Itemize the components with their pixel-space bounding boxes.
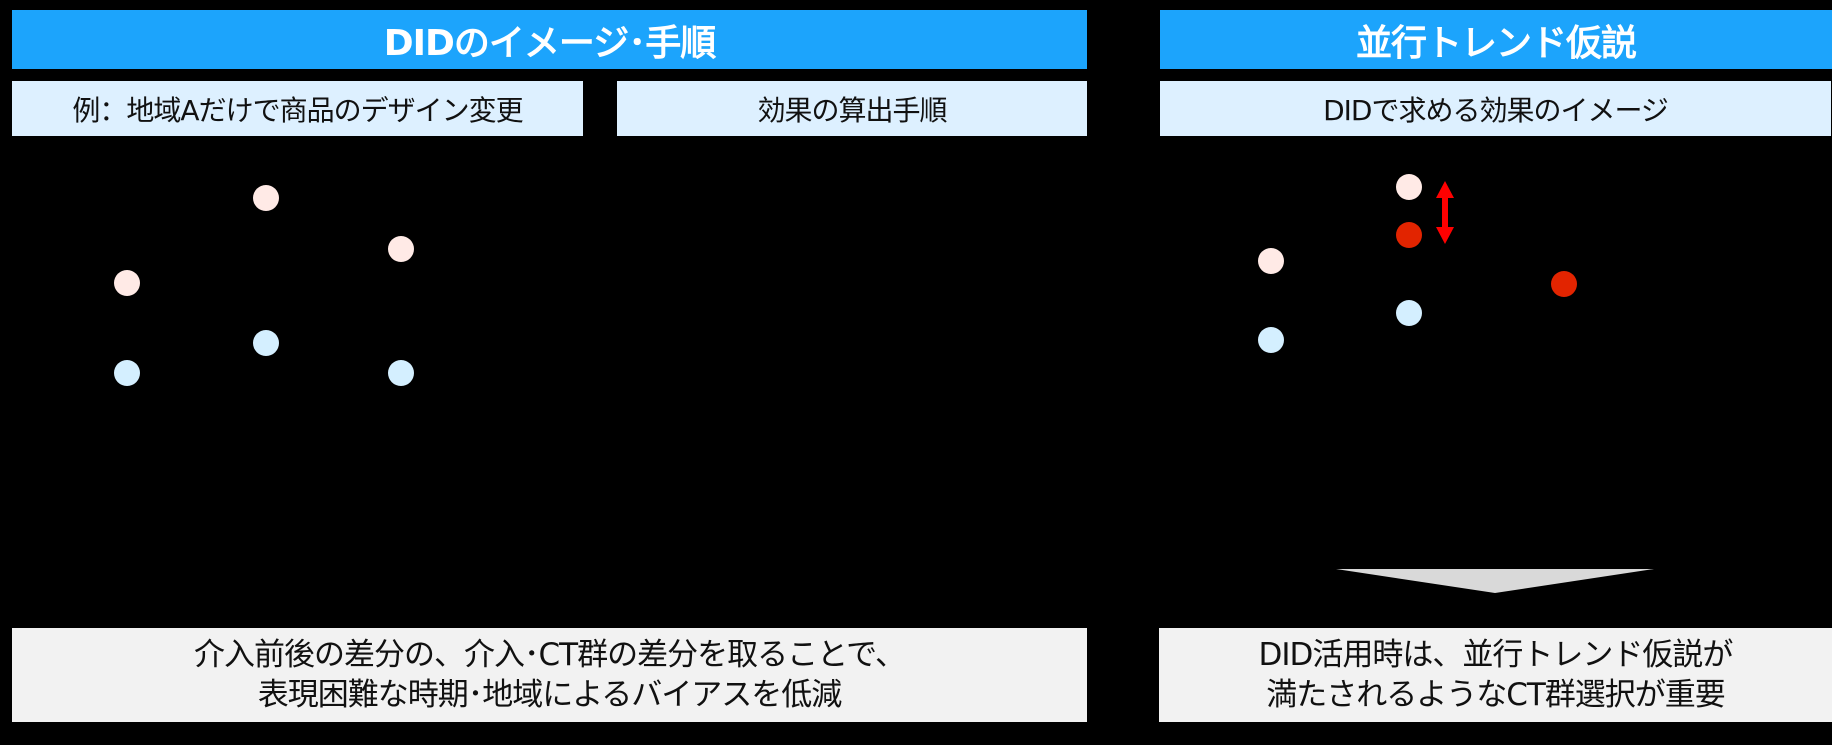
procedure-label: 効果の算出手順 [617, 81, 1087, 136]
left-summary: 介入前後の差分の、介入･CT群の差分を取ることで、 表現困難な時期･地域によるバ… [12, 628, 1087, 722]
right-summary: DID活用時は、並行トレンド仮説が 満たされるようなCT群選択が重要 [1159, 628, 1832, 722]
right-summary-line-2: 満たされるようなCT群選択が重要 [1266, 677, 1726, 713]
example-label-text: 例：地域Aだけで商品のデザイン変更 [72, 93, 523, 127]
treated-dot [114, 270, 140, 296]
effect-label-text: DIDで求める効果のイメージ [1323, 93, 1669, 127]
control-dot [114, 360, 140, 386]
left-panel-title: DIDのイメージ･手順 [12, 10, 1087, 69]
treated-dot [253, 185, 279, 211]
double-arrow-icon [1436, 181, 1454, 244]
left-panel-title-text: DIDのイメージ･手順 [383, 22, 716, 64]
treated-dot [1258, 248, 1284, 274]
treated-dot [1396, 174, 1422, 200]
right-summary-line-1: DID活用時は、並行トレンド仮説が [1258, 637, 1734, 673]
down-triangle-icon [1336, 569, 1654, 593]
example-label: 例：地域Aだけで商品のデザイン変更 [12, 81, 583, 136]
counterfactual-dot [1396, 222, 1422, 248]
control-dot [1396, 300, 1422, 326]
left-summary-line-1: 介入前後の差分の、介入･CT群の差分を取ることで、 [194, 637, 906, 673]
control-dot [1258, 327, 1284, 353]
control-dot [253, 330, 279, 356]
control-dot [388, 360, 414, 386]
counterfactual-dot [1551, 271, 1577, 297]
effect-label: DIDで求める効果のイメージ [1160, 81, 1831, 136]
treated-dot [388, 236, 414, 262]
procedure-label-text: 効果の算出手順 [757, 93, 947, 127]
right-panel-title: 並行トレンド仮説 [1160, 10, 1832, 69]
left-summary-line-2: 表現困難な時期･地域によるバイアスを低減 [257, 677, 843, 713]
right-panel-title-text: 並行トレンド仮説 [1355, 22, 1637, 64]
